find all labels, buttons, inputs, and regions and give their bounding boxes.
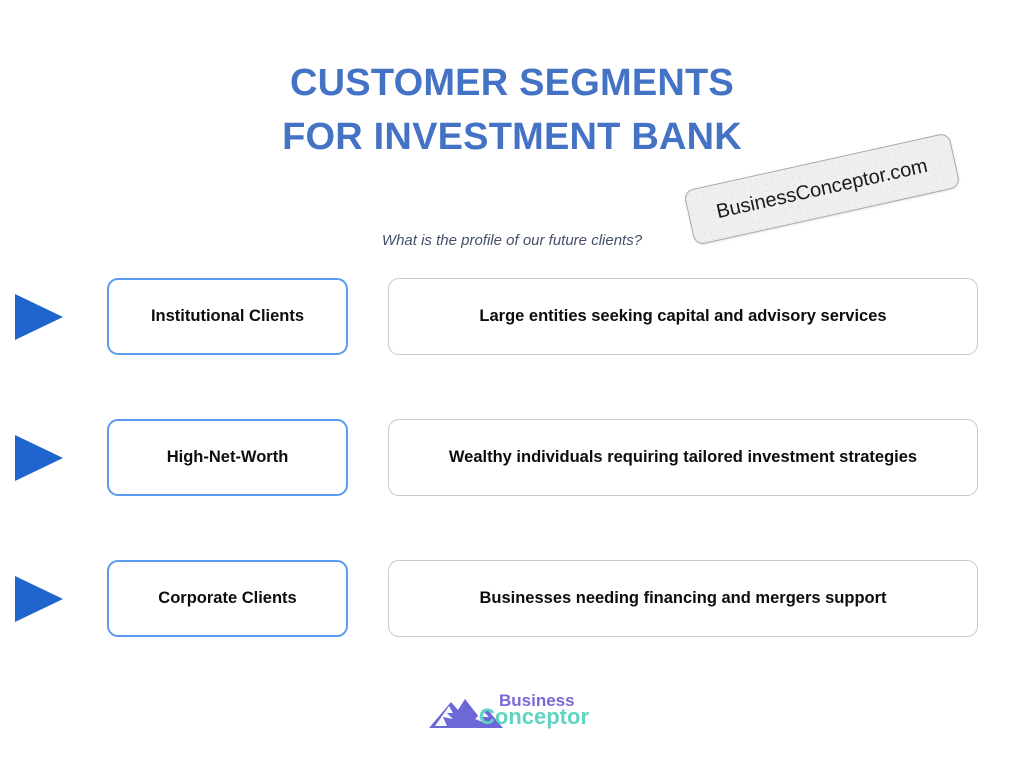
segment-label: High-Net-Worth [166,448,289,466]
segment-label-box[interactable]: Institutional Clients [107,278,348,355]
segment-row: Corporate Clients Businesses needing fin… [0,560,1024,638]
arrow-right-icon [15,576,63,622]
mountain-icon [429,699,503,728]
segment-description-box[interactable]: Large entities seeking capital and advis… [388,278,978,355]
segment-description: Wealthy individuals requiring tailored i… [448,448,918,466]
logo-word-business: Business [499,691,575,710]
segment-label-box[interactable]: High-Net-Worth [107,419,348,496]
segment-description-box[interactable]: Businesses needing financing and mergers… [388,560,978,637]
arrow-right-icon [15,294,63,340]
arrow-right-icon [15,435,63,481]
segment-description: Businesses needing financing and mergers… [479,589,887,607]
business-conceptor-logo: Business Conceptor [427,686,603,734]
segment-label-box[interactable]: Corporate Clients [107,560,348,637]
logo-word-conceptor: Conceptor [479,704,589,729]
subtitle-question: What is the profile of our future client… [381,232,643,249]
title-line-2: FOR INVESTMENT BANK [282,115,742,158]
page-title: CUSTOMER SEGMENTS FOR INVESTMENT BANK [0,57,1024,165]
segment-description-box[interactable]: Wealthy individuals requiring tailored i… [388,419,978,496]
segment-label: Corporate Clients [158,589,297,607]
title-line-1: CUSTOMER SEGMENTS [290,62,734,104]
segment-description: Large entities seeking capital and advis… [479,307,887,325]
segment-row: Institutional Clients Large entities see… [0,278,1024,356]
segment-label: Institutional Clients [150,307,305,325]
segment-row: High-Net-Worth Wealthy individuals requi… [0,419,1024,497]
